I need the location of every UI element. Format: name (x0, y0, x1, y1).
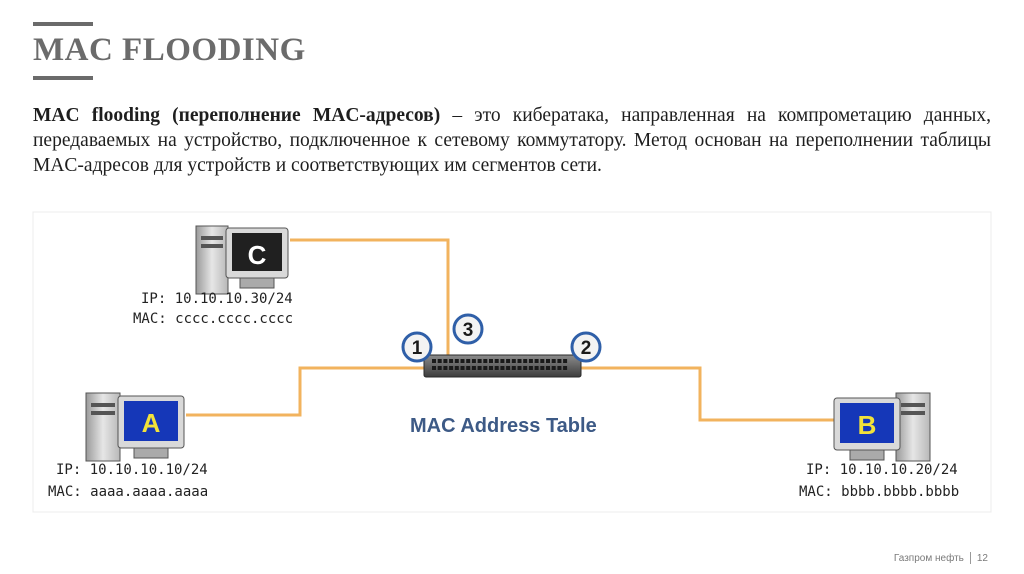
description-bold: MAC flooding (переполнение MAC-адресов) (33, 105, 441, 126)
port-marker-1: 1 (401, 331, 433, 363)
switch-port-slot (432, 359, 436, 363)
host-c-computer-icon: C (195, 225, 289, 295)
switch-port-slot (540, 359, 545, 363)
switch-port-slot (517, 366, 522, 370)
switch-port-slot (528, 366, 533, 370)
switch-port-slot (551, 359, 556, 363)
switch-port-slot (540, 366, 545, 370)
page-title: MAC FLOODING (33, 32, 306, 68)
switch-port-slot (546, 359, 550, 363)
host-b-computer-icon: B (833, 392, 931, 462)
switch-port-slot (437, 359, 442, 363)
switch-port-slot (500, 366, 505, 370)
port-marker-3: 3 (452, 313, 484, 345)
switch-port-slot (460, 366, 465, 370)
switch-port-slot (523, 359, 528, 363)
footer: Газпром нефть 12 (894, 552, 988, 564)
switch-port-slot (511, 366, 516, 370)
switch-port-slot (432, 366, 436, 370)
switch-port-slot (563, 359, 568, 363)
host-b-ip: IP: 10.10.10.20/24 (806, 462, 958, 478)
host-c-letter: C (248, 240, 267, 270)
switch-port-slot (471, 366, 476, 370)
switch-port-slot (477, 359, 482, 363)
host-b-mac: MAC: bbbb.bbbb.bbbb (799, 484, 959, 500)
title-bar-bottom (33, 76, 93, 80)
host-c-ip: IP: 10.10.10.30/24 (141, 291, 293, 307)
cable-c (290, 238, 450, 360)
switch-port-slot (443, 366, 448, 370)
switch-port-slot (454, 359, 459, 363)
network-switch (423, 354, 582, 378)
switch-port-slot (506, 359, 511, 363)
switch-port-slot (437, 366, 442, 370)
switch-port-slot (489, 366, 493, 370)
switch-port-slot (528, 359, 533, 363)
switch-port-slot (443, 359, 448, 363)
host-a-ip: IP: 10.10.10.10/24 (56, 462, 208, 478)
switch-port-slot (494, 366, 499, 370)
switch-port-slot (449, 366, 454, 370)
port-label-2: 2 (581, 338, 592, 359)
page-number: 12 (976, 552, 988, 564)
mac-table-label: MAC Address Table (410, 415, 597, 437)
switch-port-slot (454, 366, 459, 370)
host-c-mac: MAC: cccc.cccc.cccc (133, 311, 293, 327)
switch-port-slot (534, 359, 539, 363)
switch-port-slot (557, 359, 562, 363)
footer-divider (969, 552, 971, 564)
description: MAC flooding (переполнение MAC-адресов) … (33, 103, 991, 178)
cable-a (186, 366, 425, 417)
port-marker-2: 2 (570, 331, 602, 363)
switch-port-slot (500, 359, 505, 363)
host-a-mac: MAC: aaaa.aaaa.aaaa (48, 484, 208, 500)
switch-port-slot (523, 366, 528, 370)
switch-port-slot (563, 366, 568, 370)
switch-port-slot (489, 359, 493, 363)
host-a-computer-icon: A (85, 392, 185, 462)
switch-port-slot (483, 366, 488, 370)
switch-port-slot (511, 359, 516, 363)
switch-port-slot (551, 366, 556, 370)
footer-company: Газпром нефть (893, 552, 964, 564)
switch-port-slot (477, 366, 482, 370)
switch-port-slot (483, 359, 488, 363)
switch-port-slot (449, 359, 454, 363)
switch-port-slot (471, 359, 476, 363)
cable-b (580, 366, 838, 422)
port-label-3: 3 (463, 320, 474, 341)
host-a-letter: A (142, 408, 161, 438)
switch-port-slot (466, 359, 471, 363)
switch-port-slot (466, 366, 471, 370)
description-text: – это кибератака, направленная на компро… (33, 105, 991, 176)
switch-port-slot (494, 359, 499, 363)
switch-port-slot (460, 359, 465, 363)
switch-port-slot (506, 366, 511, 370)
host-b-letter: B (858, 410, 877, 440)
switch-port-slot (557, 366, 562, 370)
port-label-1: 1 (412, 338, 423, 359)
switch-port-slot (534, 366, 539, 370)
title-bar-top (33, 22, 93, 26)
switch-port-slot (546, 366, 550, 370)
switch-port-slot (517, 359, 522, 363)
